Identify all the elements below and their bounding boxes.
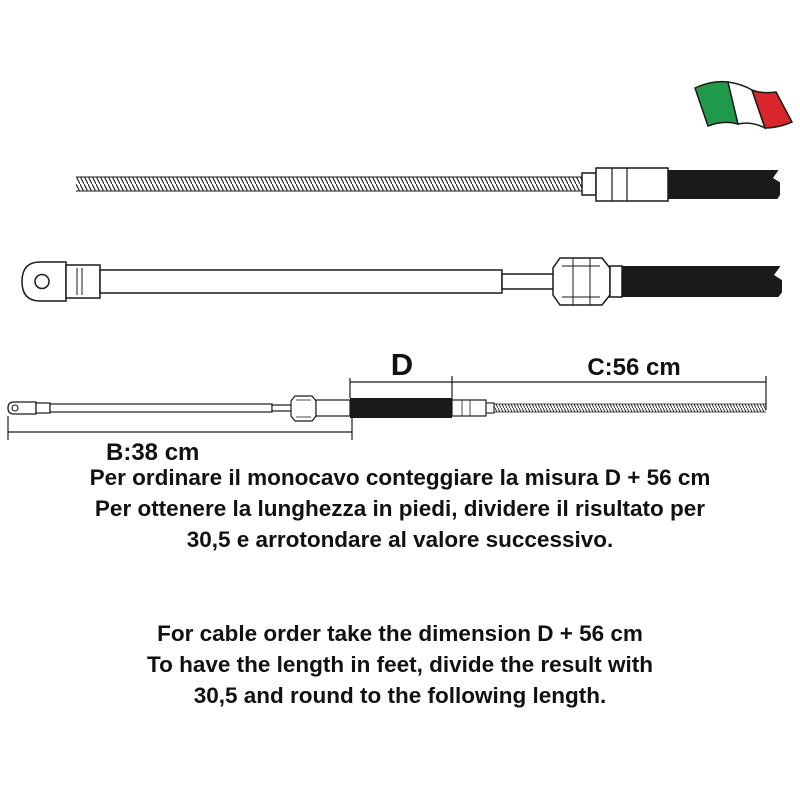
dimension-d: D <box>349 347 453 400</box>
cable-jacket <box>350 398 452 418</box>
threaded-core <box>76 177 582 191</box>
threaded-collar <box>581 172 597 196</box>
dimension-b: B:38 cm <box>7 416 353 466</box>
instructions-english: For cable order take the dimension D + 5… <box>0 618 800 711</box>
instruction-line: Per ordinare il monocavo conteggiare la … <box>89 465 711 490</box>
instructions-italian: Per ordinare il monocavo conteggiare la … <box>0 462 800 555</box>
italian-flag-icon <box>694 80 794 130</box>
inner-rod <box>49 403 273 413</box>
instruction-line: For cable order take the dimension D + 5… <box>157 621 643 646</box>
outer-tube <box>501 273 561 290</box>
b-label: B:38 cm <box>106 439 199 466</box>
instruction-line: Per ottenere la lunghezza in piedi, divi… <box>94 496 706 521</box>
dimension-c: C:56 cm <box>452 354 767 410</box>
d-label: D <box>391 347 413 382</box>
cable-jacket <box>668 170 780 199</box>
cable-eye-end <box>21 257 800 306</box>
inner-rod <box>99 269 503 294</box>
cable-break <box>773 168 800 201</box>
instruction-line: To have the length in feet, divide the r… <box>147 652 653 677</box>
instruction-line: 30,5 e arrotondare al valore successivo. <box>186 527 614 552</box>
cable-threaded-top <box>76 167 800 202</box>
c-label: C:56 cm <box>587 354 680 381</box>
ferrule <box>451 399 487 417</box>
threaded-core <box>494 404 766 412</box>
hex-nut <box>552 257 611 306</box>
flag-red-band <box>750 88 794 129</box>
cable-full-assembly: D C:56 cm B:38 cm <box>7 347 767 466</box>
cable-break <box>774 264 800 299</box>
ferrule <box>595 167 669 202</box>
cable-jacket <box>622 266 782 297</box>
instruction-line: 30,5 and round to the following length. <box>193 683 607 708</box>
hex-nut <box>290 395 317 422</box>
